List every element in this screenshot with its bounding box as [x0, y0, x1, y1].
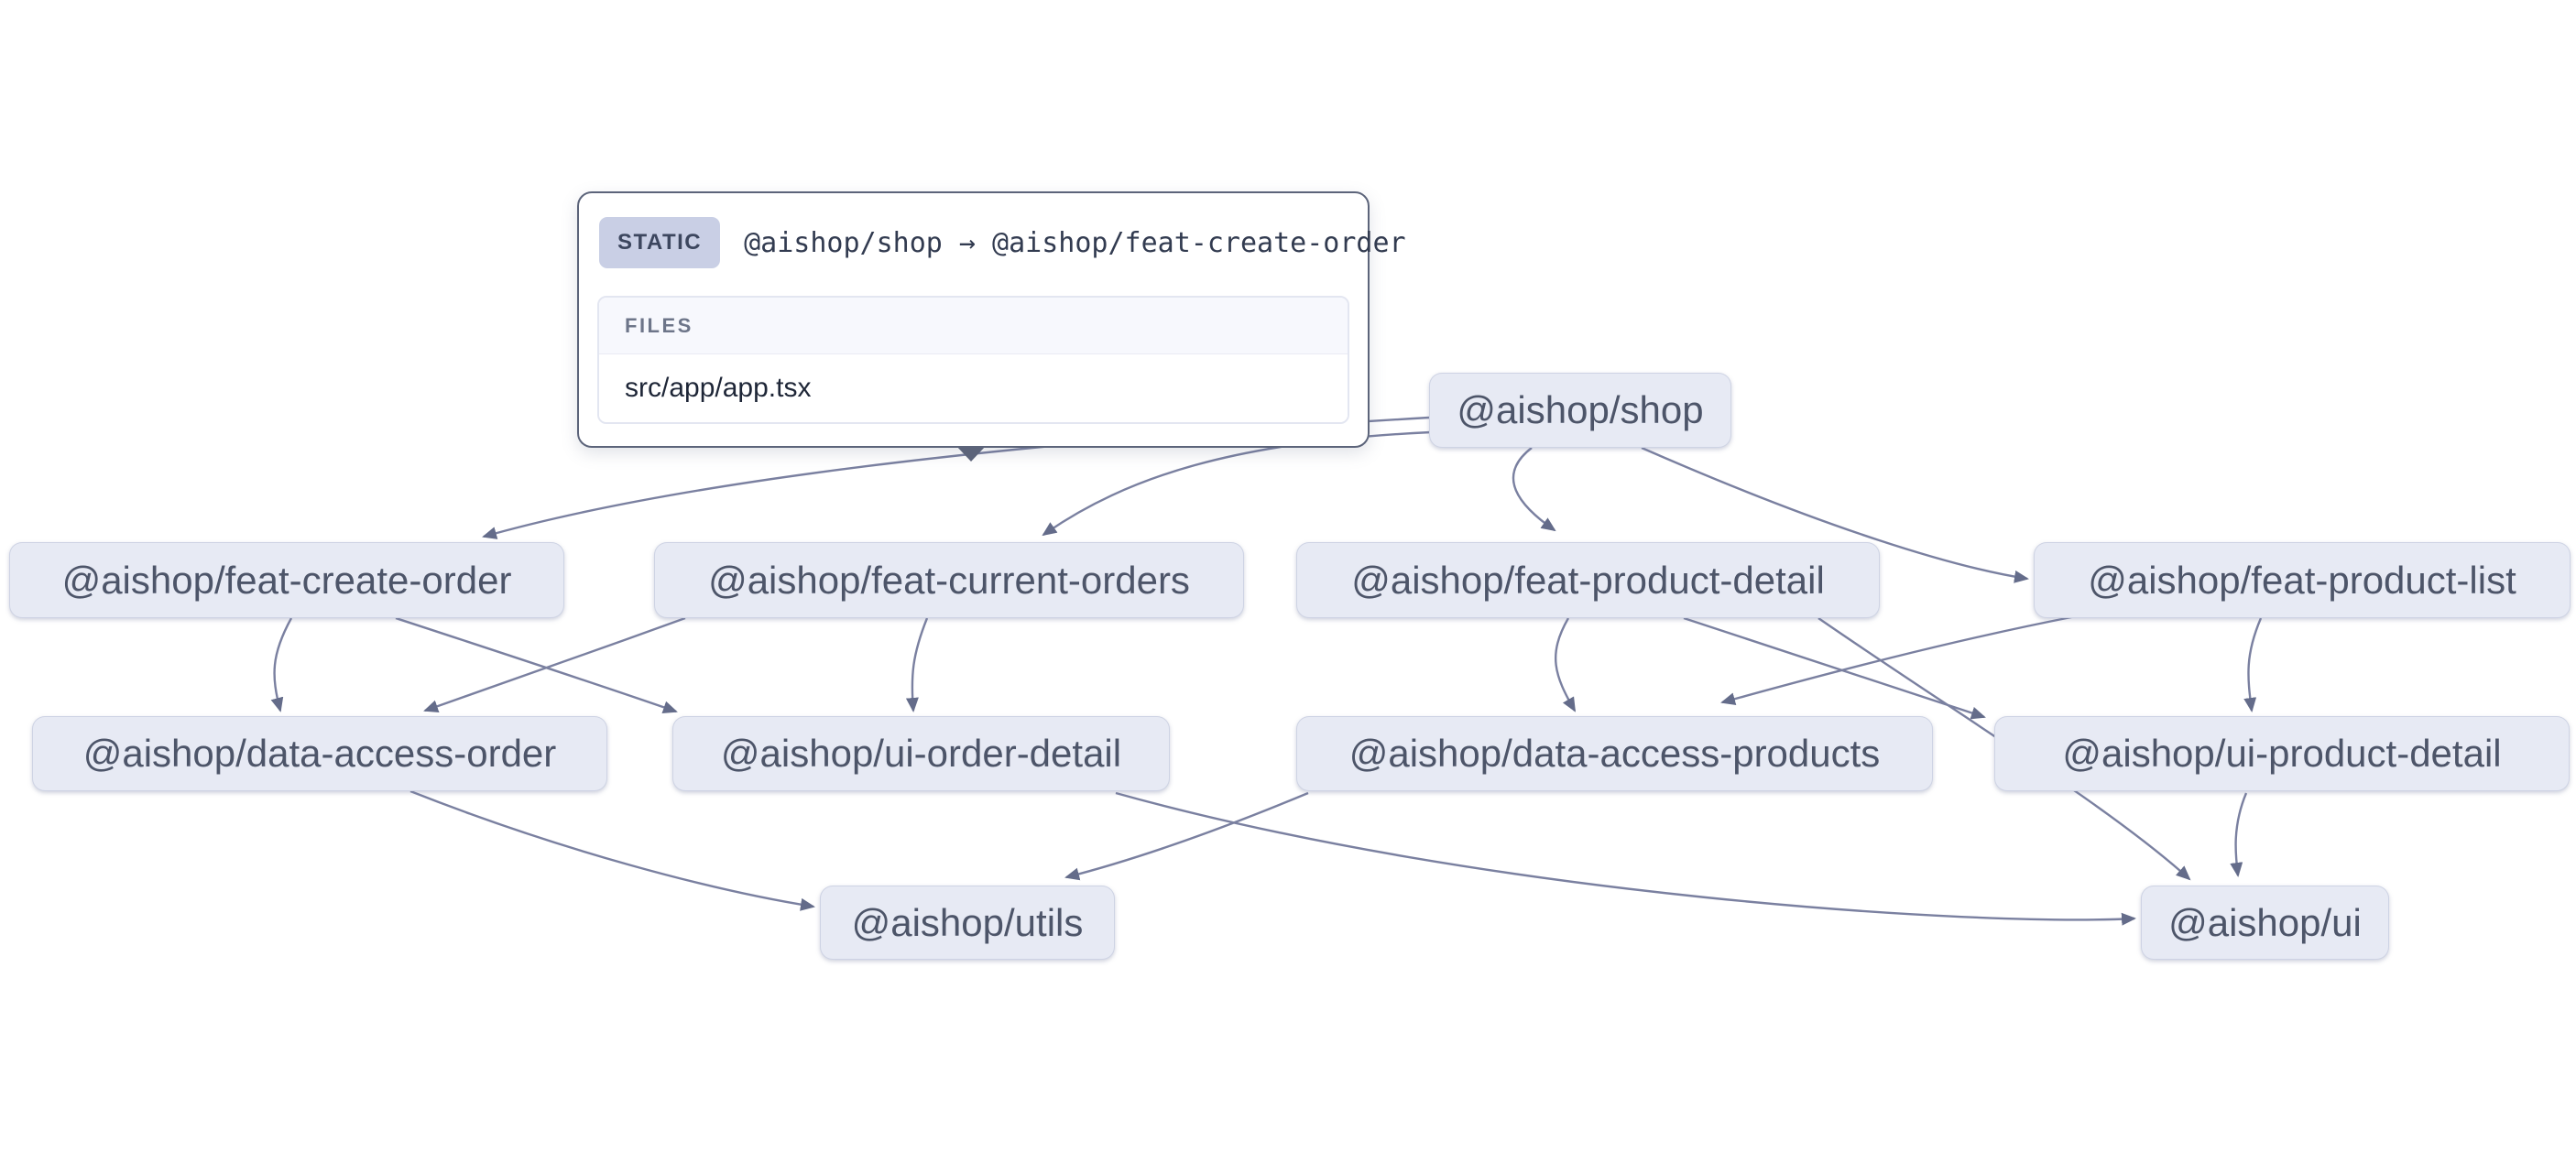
- graph-node-label: @aishop/ui-product-detail: [2062, 732, 2502, 775]
- graph-node-feat-product-detail[interactable]: @aishop/feat-product-detail: [1296, 542, 1880, 618]
- graph-node-label: @aishop/data-access-order: [82, 732, 557, 775]
- edge-type-badge: STATIC: [599, 217, 721, 268]
- edge-relation: @aishop/shop → @aishop/feat-create-order: [744, 226, 1406, 259]
- edge-tooltip: STATIC @aishop/shop → @aishop/feat-creat…: [577, 191, 1406, 448]
- edge-feat-product-list-data-access-products[interactable]: [1720, 614, 2077, 706]
- edge-feat-current-orders-data-access-order[interactable]: [423, 616, 686, 712]
- graph-node-feat-current-orders[interactable]: @aishop/feat-current-orders: [654, 542, 1244, 618]
- edge-feat-create-order-data-access-order[interactable]: [270, 617, 293, 712]
- graph-node-label: @aishop/ui-order-detail: [720, 732, 1122, 775]
- file-row: src/app/app.tsx: [599, 354, 1348, 422]
- edge-shop-feat-product-list[interactable]: [1641, 446, 2029, 583]
- graph-node-data-access-order[interactable]: @aishop/data-access-order: [32, 716, 607, 791]
- graph-node-ui-order-detail[interactable]: @aishop/ui-order-detail: [672, 716, 1170, 791]
- tooltip-header: STATIC @aishop/shop → @aishop/feat-creat…: [579, 193, 1406, 268]
- graph-node-label: @aishop/data-access-products: [1348, 732, 1881, 775]
- edge-data-access-order-utils[interactable]: [409, 789, 815, 911]
- graph-node-label: @aishop/feat-product-detail: [1351, 558, 1825, 602]
- graph-node-label: @aishop/shop: [1457, 388, 1704, 431]
- graph-node-ui[interactable]: @aishop/ui: [2141, 886, 2389, 960]
- files-header-label: FILES: [599, 298, 1348, 354]
- files-box: FILES src/app/app.tsx: [597, 296, 1349, 424]
- graph-node-ui-product-detail[interactable]: @aishop/ui-product-detail: [1994, 716, 2570, 791]
- edge-feat-product-list-ui-product-detail[interactable]: [2243, 617, 2263, 712]
- graph-node-label: @aishop/ui: [2168, 900, 2362, 944]
- edge-feat-product-detail-data-access-products[interactable]: [1555, 617, 1577, 712]
- graph-node-label: @aishop/feat-create-order: [61, 558, 512, 602]
- graph-node-feat-product-list[interactable]: @aishop/feat-product-list: [2034, 542, 2571, 618]
- edge-feat-create-order-ui-order-detail[interactable]: [395, 616, 678, 713]
- graph-node-feat-create-order[interactable]: @aishop/feat-create-order: [9, 542, 564, 618]
- edge-ui-order-detail-ui[interactable]: [1115, 791, 2136, 926]
- edge-ui-product-detail-ui[interactable]: [2230, 792, 2248, 877]
- graph-node-label: @aishop/feat-product-list: [2088, 558, 2516, 602]
- edge-feat-product-detail-ui-product-detail[interactable]: [1683, 616, 1986, 720]
- graph-node-shop[interactable]: @aishop/shop: [1429, 373, 1731, 448]
- tooltip-caret: [956, 446, 986, 462]
- graph-node-utils[interactable]: @aishop/utils: [820, 886, 1115, 960]
- graph-node-label: @aishop/feat-current-orders: [708, 558, 1190, 602]
- edge-shop-feat-product-detail[interactable]: [1512, 447, 1556, 532]
- graph-node-data-access-products[interactable]: @aishop/data-access-products: [1296, 716, 1933, 791]
- edge-feat-current-orders-ui-order-detail[interactable]: [905, 617, 929, 712]
- graph-node-label: @aishop/utils: [851, 900, 1084, 944]
- edge-data-access-products-utils[interactable]: [1064, 791, 1309, 881]
